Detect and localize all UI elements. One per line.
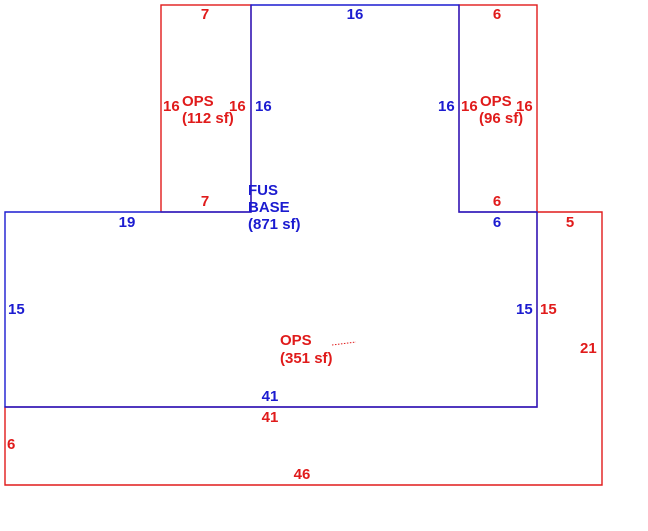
base-outline: [4, 4, 538, 408]
dim-base-bottom: 41: [262, 388, 279, 405]
dim-bottom-ops-top: 41: [262, 409, 279, 426]
dim-base-right-side: 15: [516, 301, 533, 318]
ops-right-area: (96 sf): [479, 110, 523, 127]
base-area: (871 sf): [248, 216, 301, 233]
base-name-line1: FUS: [248, 182, 278, 199]
dim-left-ops-top: 7: [201, 6, 209, 23]
dim-base-right-step: 6: [493, 214, 501, 231]
dim-bottom-ops-inner-side: 15: [540, 301, 557, 318]
dim-right-ops-left: 16: [461, 98, 478, 115]
dim-left-ops-bottom: 7: [201, 193, 209, 210]
dim-right-ops-right: 16: [516, 98, 533, 115]
ops-left-area: (112 sf): [182, 110, 234, 127]
ops-left-name: OPS: [182, 93, 214, 110]
dim-right-ops-bottom: 6: [493, 193, 501, 210]
ops-right-name: OPS: [480, 93, 512, 110]
base-name-line2: BASE: [248, 199, 290, 216]
dim-left-ops-right: 16: [229, 98, 246, 115]
ops-bottom-area: (351 sf): [280, 350, 333, 367]
dim-base-upper-right: 16: [438, 98, 455, 115]
dim-bottom-ops-left-side: 6: [7, 436, 15, 453]
ops-bottom-leader: [331, 341, 357, 346]
dim-bottom-ops-right-side: 21: [580, 340, 597, 357]
dim-right-ops-top: 6: [493, 6, 501, 23]
ops-bottom-name: OPS: [280, 332, 312, 349]
dim-left-ops-left: 16: [163, 98, 180, 115]
dim-bottom-ops-right-step: 5: [566, 214, 574, 231]
dim-base-left-side: 15: [8, 301, 25, 318]
dim-bottom-ops-bottom: 46: [294, 466, 311, 483]
dim-base-left-step: 19: [119, 214, 136, 231]
dim-base-top: 16: [347, 6, 364, 23]
dim-base-upper-left: 16: [255, 98, 272, 115]
